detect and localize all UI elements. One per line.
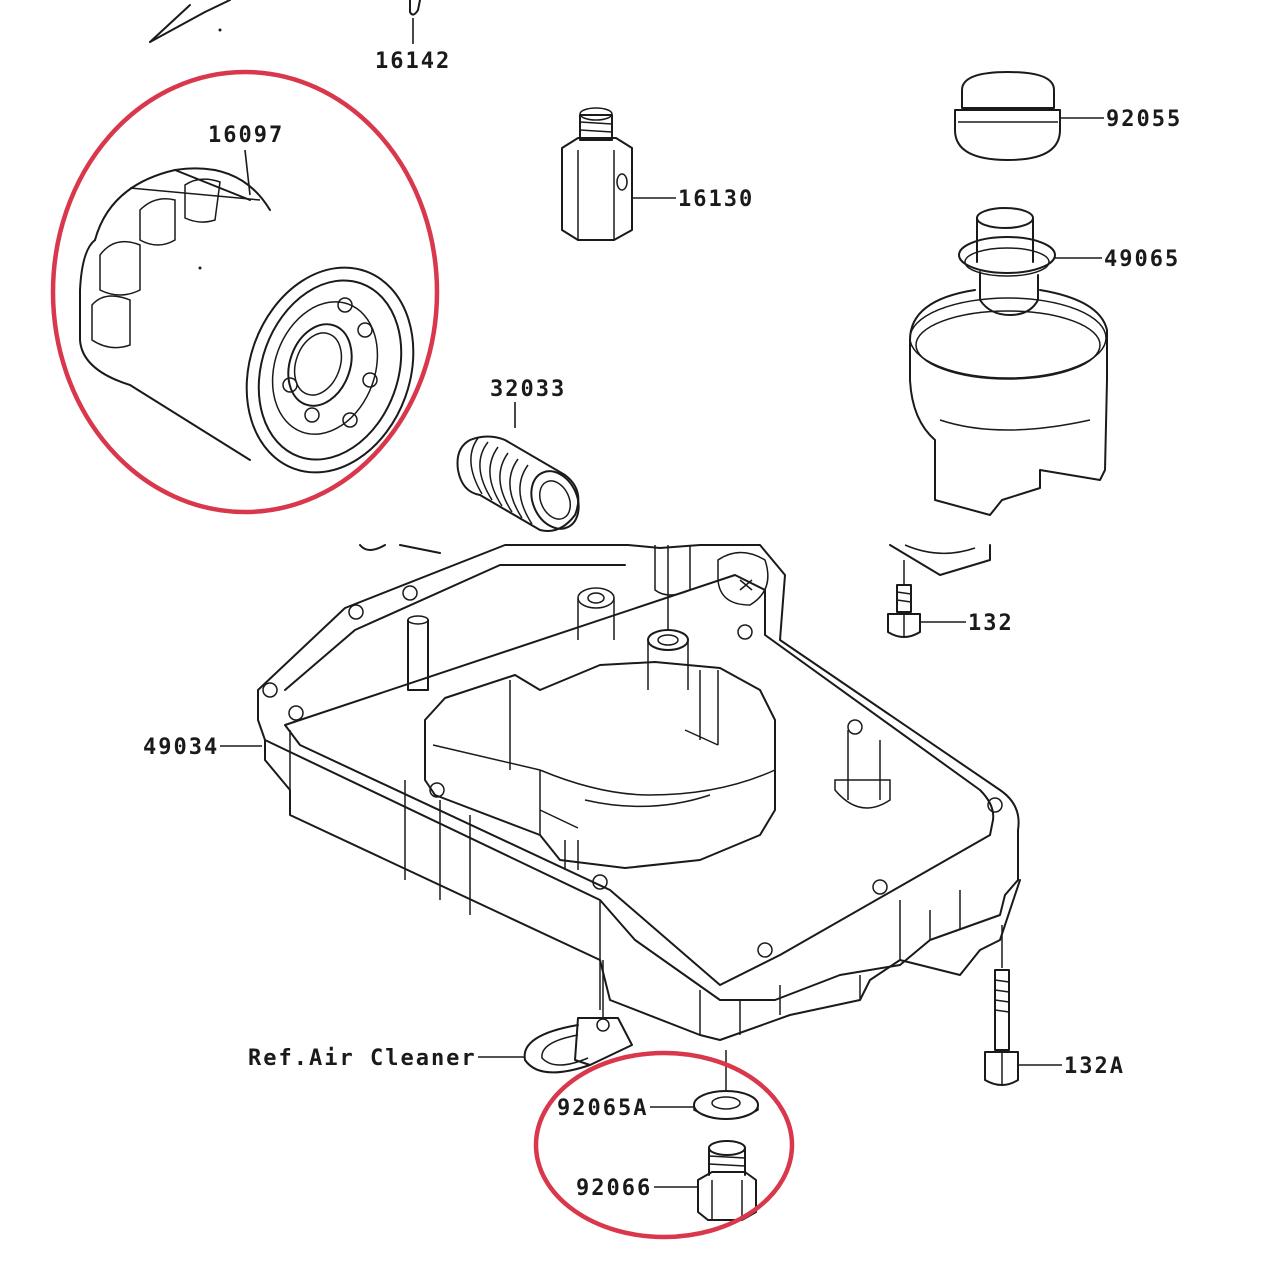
label-92055: 92055: [1106, 107, 1182, 132]
highlight-circle-oil-filter: [50, 69, 440, 515]
part-132A-bolt: [984, 925, 1062, 1086]
part-32033-strainer: [456, 402, 580, 532]
part-air-cleaner-bracket: [478, 960, 633, 1074]
part-132-bolt: [887, 560, 966, 638]
label-32033: 32033: [490, 377, 566, 402]
part-92055-cap: [954, 71, 1104, 161]
label-92065A: 92065A: [557, 1096, 648, 1121]
label-ref-air-cleaner: Ref.Air Cleaner: [248, 1046, 477, 1071]
label-16130: 16130: [678, 187, 754, 212]
part-49065-pump: [909, 207, 1108, 516]
label-49034: 49034: [143, 735, 219, 760]
label-92066: 92066: [576, 1176, 652, 1201]
label-132A: 132A: [1064, 1054, 1125, 1079]
part-92065A-washer: [650, 1050, 759, 1120]
label-16097: 16097: [208, 123, 284, 148]
part-16130-fitting: [561, 107, 676, 241]
label-49065: 49065: [1104, 247, 1180, 272]
part-16142-fragment: [149, 0, 421, 44]
part-92066-drain-plug: [654, 1140, 757, 1221]
label-16142: 16142: [375, 49, 451, 74]
part-16097-oil-filter: [79, 149, 415, 474]
label-132: 132: [968, 611, 1014, 636]
highlight-circle-drain-plug: [533, 1050, 795, 1240]
part-49034-oil-pan: [220, 544, 1021, 1041]
